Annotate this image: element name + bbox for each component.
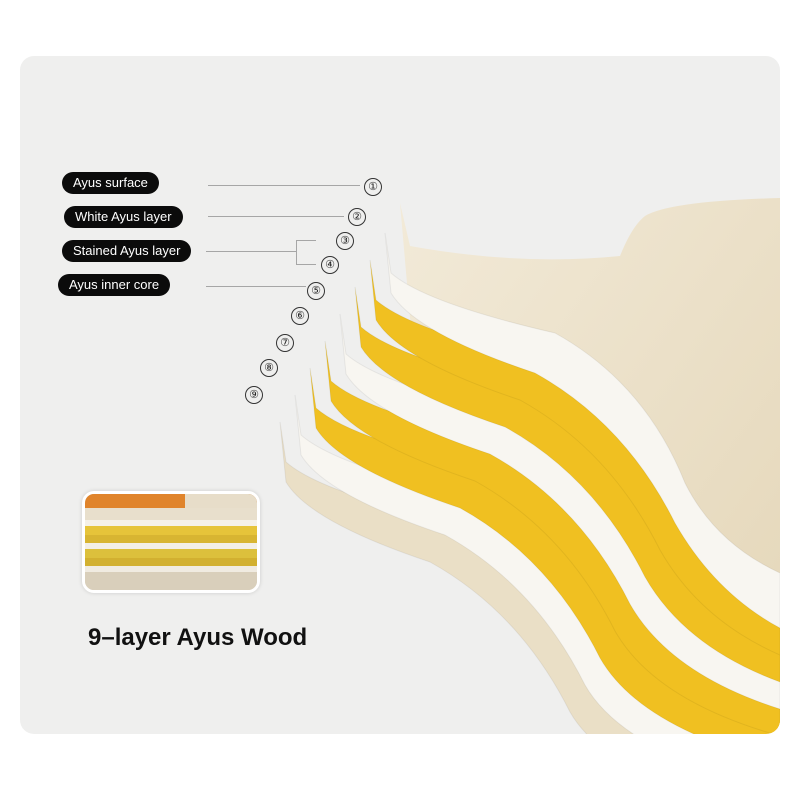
marker-4: ④ [321, 256, 339, 274]
marker-9: ⑨ [245, 386, 263, 404]
label-white-ayus-layer: White Ayus layer [64, 206, 183, 228]
blade-edge-photo [82, 491, 260, 593]
label-ayus-inner-core: Ayus inner core [58, 274, 171, 296]
marker-2: ② [348, 208, 366, 226]
leader-line-3a [296, 240, 316, 241]
label-stained-ayus-layer: Stained Ayus layer [62, 240, 192, 262]
marker-5: ⑤ [307, 282, 325, 300]
layer-cross-section [279, 198, 780, 734]
marker-3: ③ [336, 232, 354, 250]
product-title: 9–layer Ayus Wood [88, 624, 308, 651]
marker-6: ⑥ [291, 307, 309, 325]
marker-8: ⑧ [260, 359, 278, 377]
layer-2-white [384, 232, 780, 629]
product-panel: Ayus surface White Ayus layer Stained Ay… [20, 56, 780, 734]
marker-1: ① [364, 178, 382, 196]
leader-line-3-bracket [296, 240, 297, 264]
leader-line-3 [206, 251, 296, 252]
leader-line-5 [206, 286, 306, 287]
marker-7: ⑦ [276, 334, 294, 352]
leader-line-1 [208, 185, 360, 186]
label-ayus-surface: Ayus surface [62, 172, 159, 194]
leader-line-2 [208, 216, 344, 217]
leader-line-3b [296, 264, 316, 265]
